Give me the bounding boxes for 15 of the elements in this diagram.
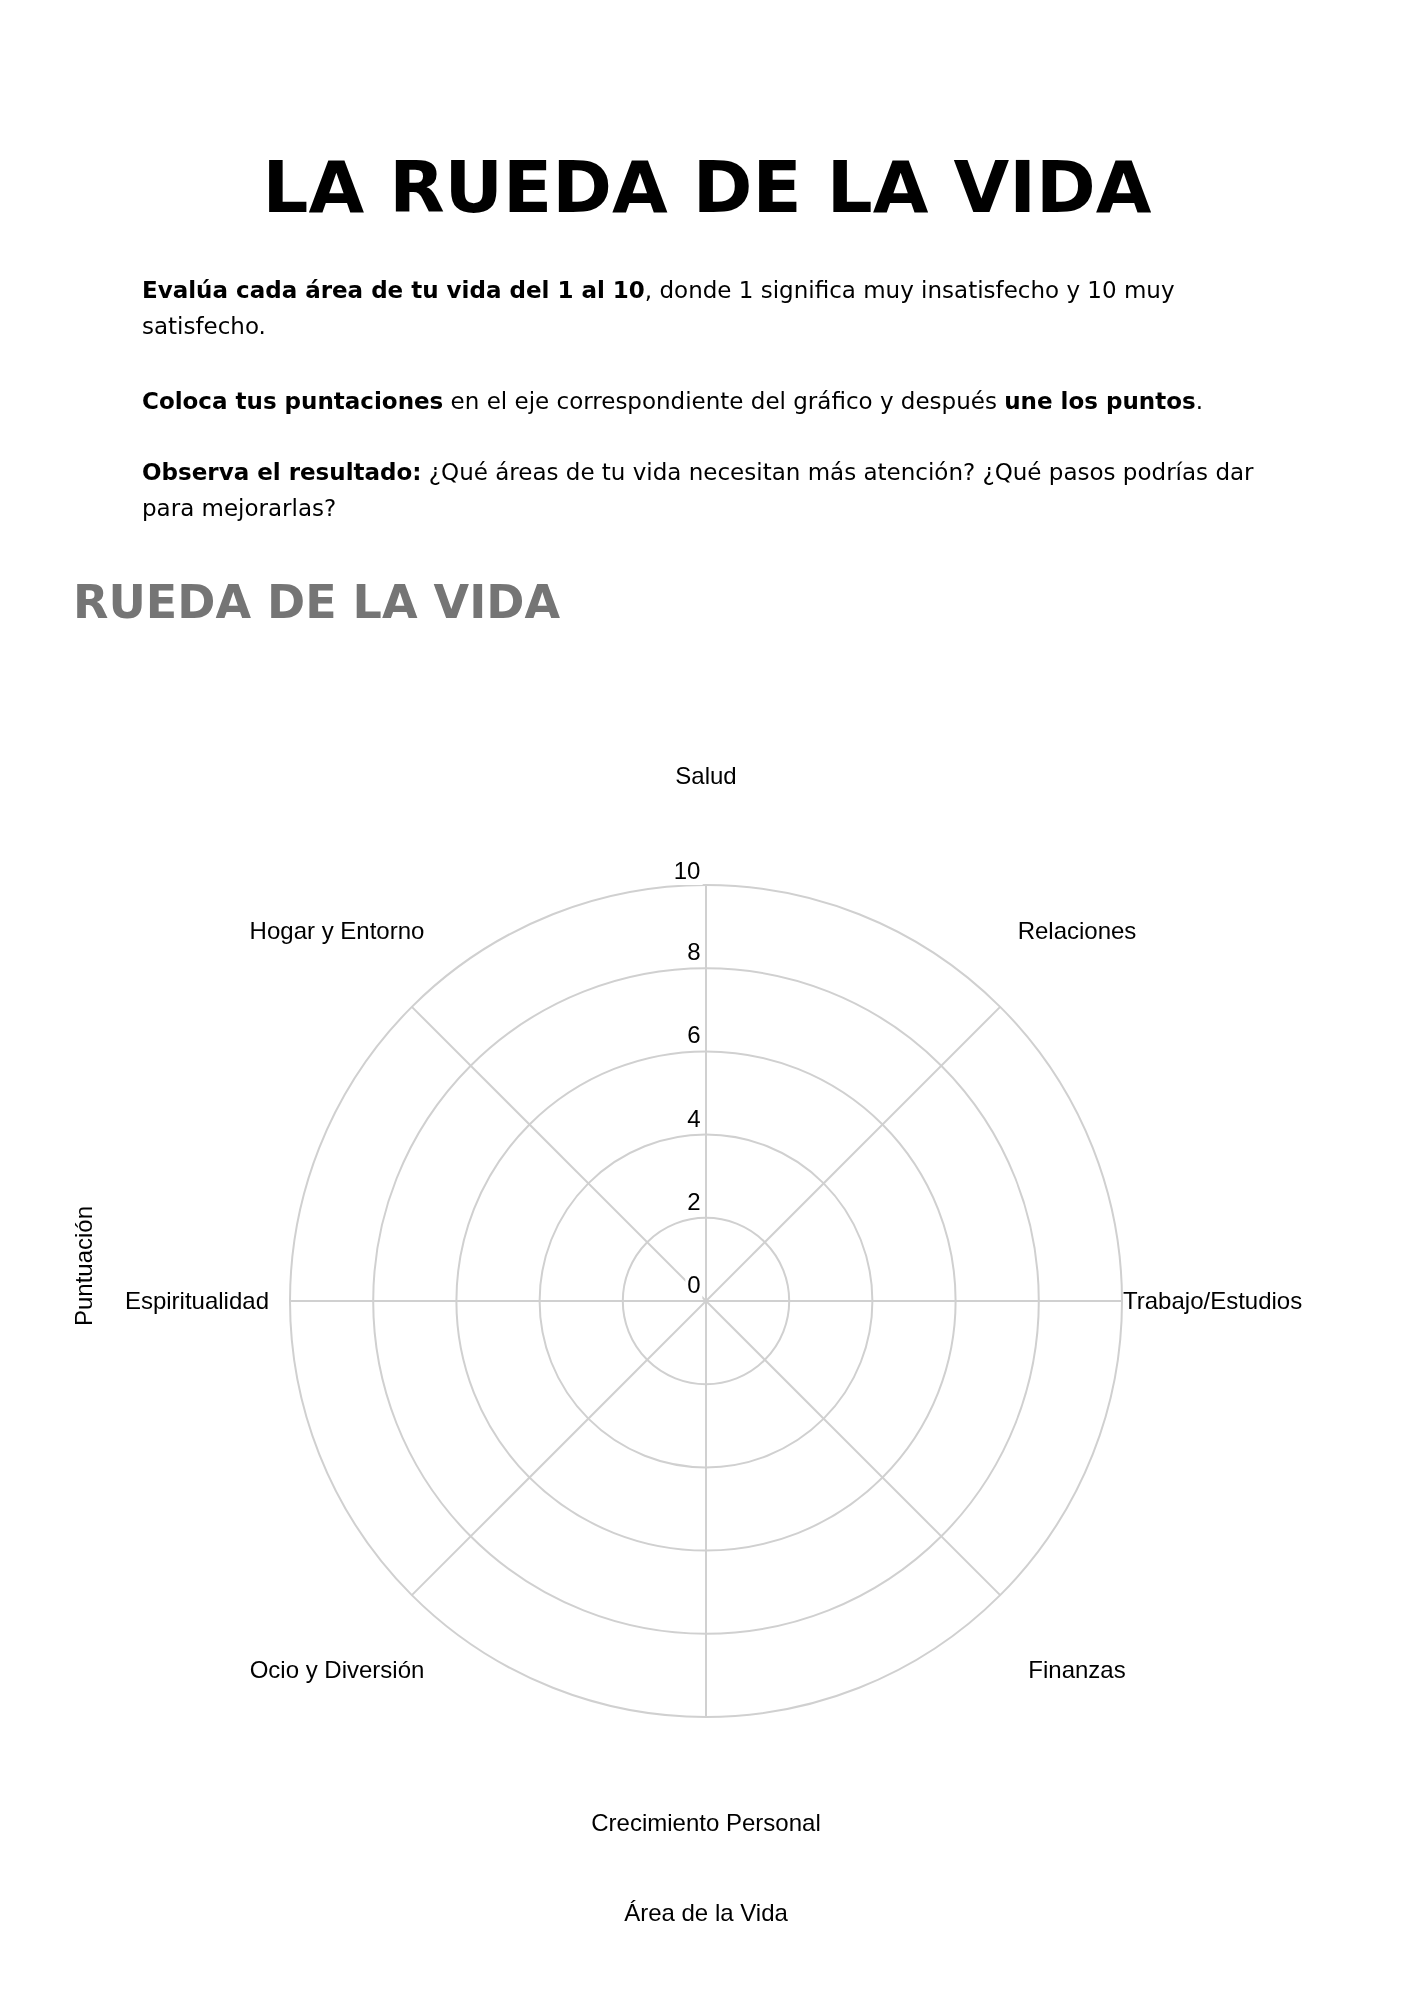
instruction-text: Observa el resultado: ¿Qué áreas de tu vida necesitan más atención? ¿Qué pasos podrías dar para mejorarlas? bbox=[142, 458, 1255, 523]
axis-label: Trabajo/Estudios bbox=[1123, 1287, 1303, 1315]
axis-label: Hogar y Entorno bbox=[249, 917, 425, 945]
axis-label: Finanzas bbox=[1028, 1656, 1126, 1684]
instruction-text: Evalúa cada área de tu vida del 1 al 10, donde 1 significa muy insatisfecho y 10 muy satisfecho. bbox=[142, 276, 1176, 341]
axis-label: Relaciones bbox=[1017, 917, 1137, 945]
instruction-text: Coloca tus puntaciones en el eje correspondiente del gráfico y después une los puntos. bbox=[142, 387, 1204, 416]
page-title: LA RUEDA DE LA VIDA bbox=[262, 145, 1152, 229]
axis-label: Ocio y Diversión bbox=[249, 1656, 425, 1684]
axis-label: Crecimiento Personal bbox=[591, 1809, 821, 1837]
chart-title: RUEDA DE LA VIDA bbox=[73, 575, 561, 629]
axis-label: Salud bbox=[675, 762, 737, 790]
axis-title: Área de la Vida bbox=[624, 1899, 788, 1927]
axis-title: Puntuación bbox=[70, 1205, 98, 1327]
axis-label: Espiritualidad bbox=[124, 1287, 269, 1315]
